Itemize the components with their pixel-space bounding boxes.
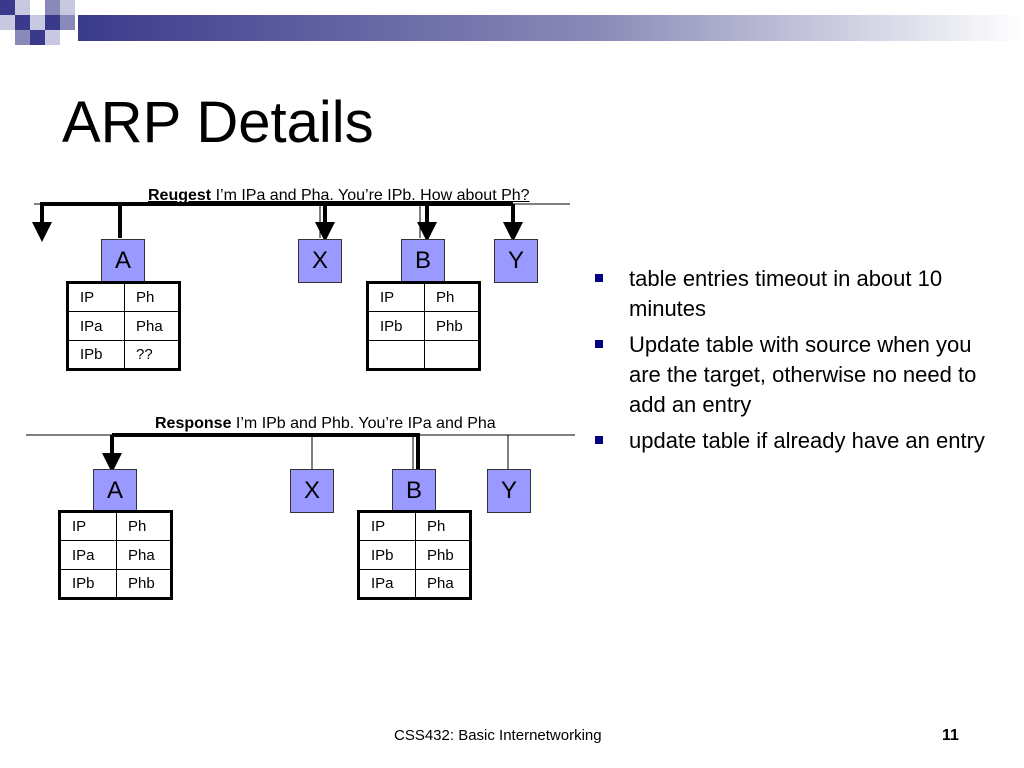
table-cell: IP: [59, 511, 117, 541]
response-text: I’m IPb and Phb. You’re IPa and Pha: [231, 415, 496, 432]
request-message: Reugest I’m IPa and Pha. You’re IPb. How…: [148, 188, 530, 204]
bullet-text: Update table with source when you are th…: [629, 332, 977, 417]
table-cell: Phb: [116, 569, 172, 599]
response-path: [112, 433, 420, 469]
table-cell: Phb: [415, 540, 471, 570]
host-x-top: X: [298, 239, 342, 283]
list-item: update table if already have an entry: [595, 426, 995, 456]
host-a-bottom: A: [93, 469, 137, 513]
response-label: Response: [155, 415, 232, 432]
table-cell: IPb: [59, 569, 117, 599]
table-cell: Pha: [116, 540, 172, 570]
footer-course: CSS432: Basic Internetworking: [394, 727, 602, 744]
table-cell: Pha: [124, 311, 180, 341]
host-y-top: Y: [494, 239, 538, 283]
table-row: IPb??: [67, 340, 180, 370]
table-cell: IPa: [67, 311, 125, 341]
table-row: [367, 340, 480, 370]
list-item: table entries timeout in about 10 minute…: [595, 264, 995, 324]
table-cell: IPb: [67, 340, 125, 370]
header-decoration: [0, 0, 1024, 45]
host-a-top: A: [101, 239, 145, 283]
host-x-bottom: X: [290, 469, 334, 513]
table-cell: Phb: [424, 311, 480, 341]
square-bullet-icon: [595, 274, 603, 282]
table-cell: Ph: [116, 511, 172, 541]
table-cell: [367, 340, 425, 370]
request-broadcast-path: [40, 202, 513, 226]
list-item: Update table with source when you are th…: [595, 330, 995, 420]
table-cell: [424, 340, 480, 370]
table-cell: Ph: [124, 282, 180, 312]
table-cell: IPa: [59, 540, 117, 570]
notes-list: table entries timeout in about 10 minute…: [595, 264, 995, 462]
table-cell: Ph: [424, 282, 480, 312]
table-cell: Ph: [415, 511, 471, 541]
square-bullet-icon: [595, 436, 603, 444]
table-cell: IP: [67, 282, 125, 312]
host-y-bottom: Y: [487, 469, 531, 513]
response-message: Response I’m IPb and Phb. You’re IPa and…: [155, 416, 496, 432]
table-cell: Pha: [415, 569, 471, 599]
host-b-bottom: B: [392, 469, 436, 513]
slide-title: ARP Details: [62, 90, 374, 155]
bullet-text: table entries timeout in about 10 minute…: [629, 266, 943, 321]
table-cell: IPb: [367, 311, 425, 341]
table-cell: IPa: [358, 569, 416, 599]
table-cell: IPb: [358, 540, 416, 570]
request-text: I’m IPa and Pha. You’re IPb. How about P…: [211, 187, 530, 204]
request-label: Reugest: [148, 187, 212, 204]
table-cell: ??: [124, 340, 180, 370]
page-number: 11: [942, 727, 959, 744]
table-cell: IP: [367, 282, 425, 312]
table-cell: IP: [358, 511, 416, 541]
square-bullet-icon: [595, 340, 603, 348]
host-b-top: B: [401, 239, 445, 283]
bullet-text: update table if already have an entry: [629, 428, 985, 453]
